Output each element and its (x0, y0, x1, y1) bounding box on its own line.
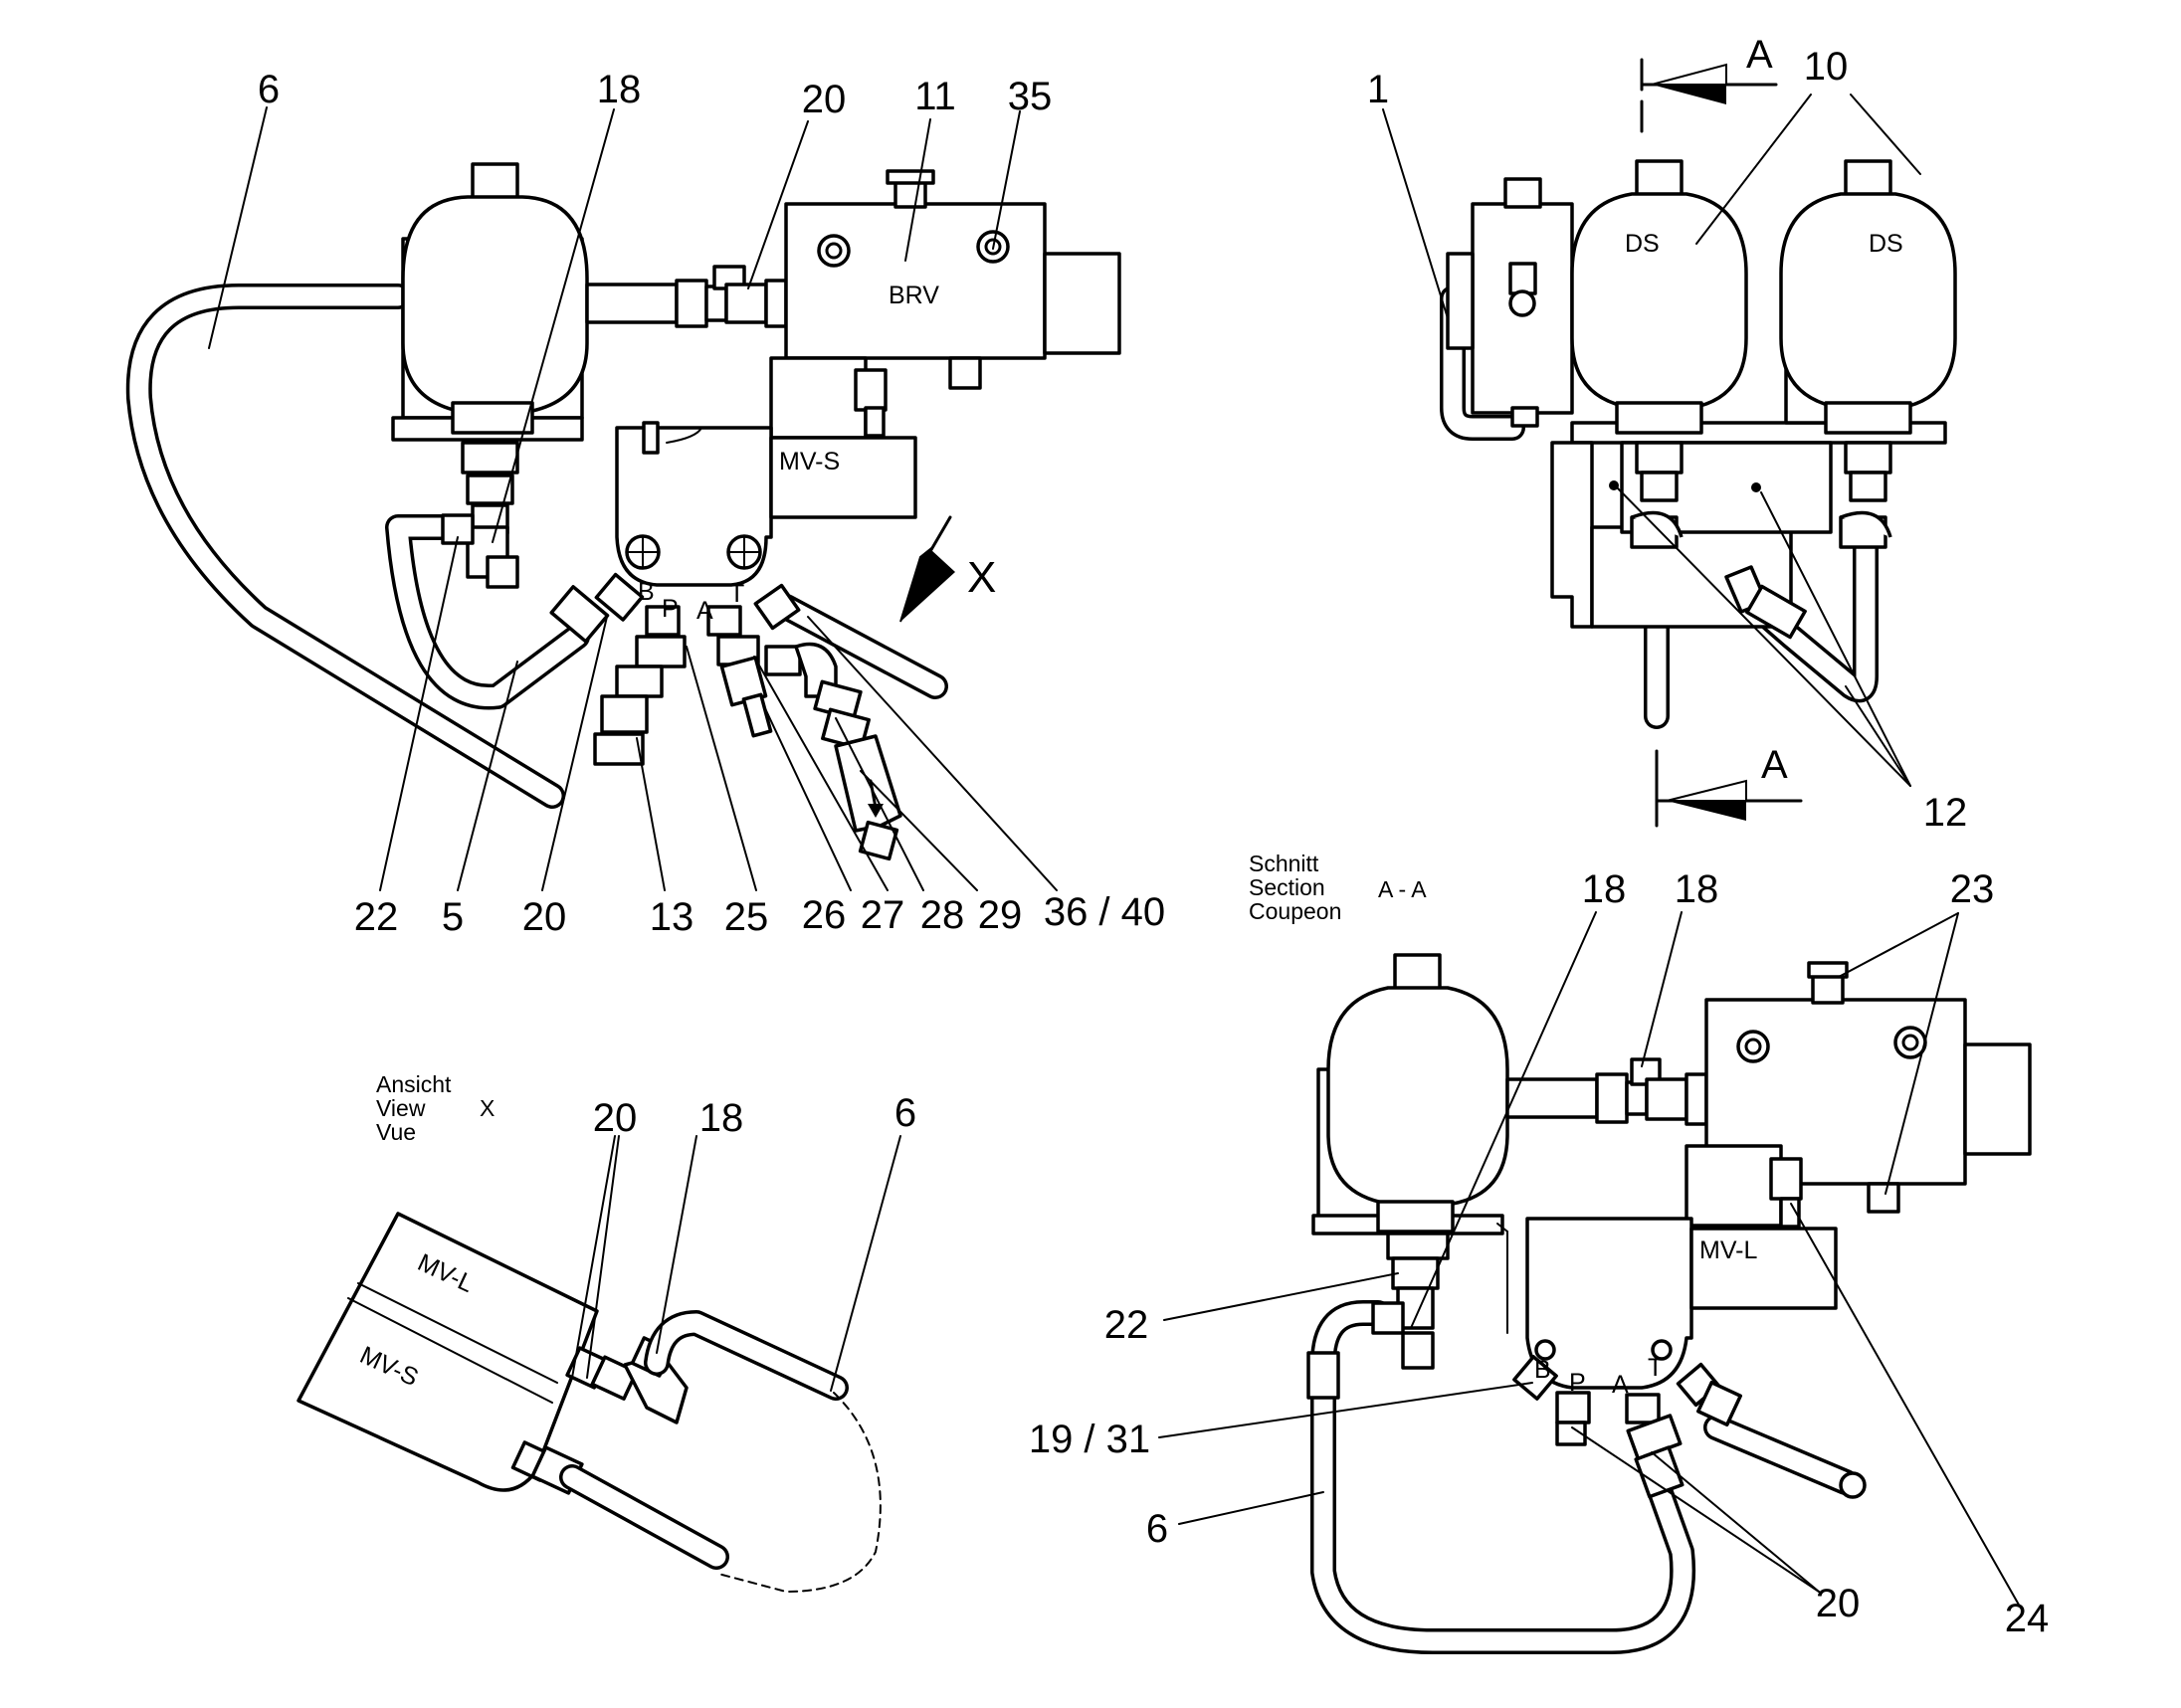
callout-6-vx: 6 (894, 1091, 916, 1135)
view-section-a-a: Schnitt Section Coupeon A - A (1029, 851, 2049, 1654)
label-section-a-bottom: A (1761, 743, 1788, 787)
hose-6 (125, 284, 565, 809)
leader-lines-section (1158, 911, 2021, 1608)
label-ds-left: DS (1625, 230, 1660, 258)
connector-pipe (585, 265, 788, 328)
callout-35: 35 (1008, 75, 1053, 118)
label-mv-s: MV-S (779, 448, 840, 475)
label-port-t: T (729, 580, 744, 608)
callout-1: 1 (1367, 68, 1389, 111)
accumulator-ds-right (1779, 159, 1957, 549)
caption-coupeon: Coupeon (1249, 898, 1341, 924)
callout-22-sec: 22 (1104, 1303, 1149, 1347)
callout-18-vx: 18 (699, 1096, 744, 1140)
callout-20-vx: 20 (593, 1096, 638, 1140)
caption-schnitt: Schnitt (1249, 851, 1319, 876)
callout-10: 10 (1804, 45, 1849, 89)
view-x-caption: Ansicht View Vue X (376, 1071, 495, 1145)
label-port-a: A (696, 597, 713, 625)
hose-6-view-x (559, 1310, 849, 1570)
view-main-assembly: 6 18 20 11 35 22 5 20 13 25 26 27 28 29 … (125, 68, 1165, 939)
view-x: Ansicht View Vue X 20 18 6 MV-L (297, 1071, 916, 1594)
magnet-valve-mv-s (615, 421, 917, 587)
solenoid-coil (769, 356, 888, 440)
label-section-a-top: A (1746, 33, 1773, 77)
callout-11: 11 (914, 75, 956, 118)
fitting-22 (441, 441, 519, 589)
callout-13: 13 (650, 895, 694, 939)
hose-6-section (1306, 1300, 1867, 1654)
label-port-t-sec: T (1648, 1354, 1663, 1382)
callout-19-31: 19 / 31 (1029, 1418, 1150, 1461)
callout-5: 5 (442, 895, 464, 939)
caption-vue: Vue (376, 1119, 416, 1145)
label-port-p-sec: P (1569, 1369, 1586, 1397)
callouts-section: 18 18 23 22 19 / 31 6 20 24 MV-L B P A T (1029, 867, 2049, 1640)
section-marker-bottom (1655, 749, 1803, 828)
callout-26: 26 (802, 893, 847, 937)
callout-36-40: 36 / 40 (1044, 890, 1165, 934)
view-side-accumulators: 1 10 12 DS DS A A (1367, 33, 1967, 835)
section-marker-top (1640, 58, 1778, 141)
callout-25: 25 (724, 895, 769, 939)
callout-29: 29 (978, 893, 1023, 937)
callout-24: 24 (2005, 1597, 2050, 1640)
callout-20b: 20 (522, 895, 567, 939)
fitting-20-upper (565, 1336, 689, 1424)
leader-lines-side (1382, 94, 1921, 787)
callout-20: 20 (802, 78, 847, 121)
callout-6: 6 (258, 68, 280, 111)
callout-27: 27 (861, 893, 905, 937)
callout-6-sec: 6 (1146, 1507, 1168, 1551)
caption-ansicht: Ansicht (376, 1071, 452, 1097)
label-port-b: B (638, 578, 655, 606)
label-port-p: P (662, 595, 679, 623)
fitting-12 (1724, 565, 1807, 640)
port-fittings (549, 572, 902, 861)
callout-23: 23 (1950, 867, 1995, 911)
caption-ref-a-a: A - A (1378, 876, 1427, 902)
callout-22: 22 (354, 895, 399, 939)
callouts-view-side: 1 10 12 DS DS A A (1367, 33, 1967, 835)
callout-18-sec-b: 18 (1675, 867, 1719, 911)
caption-ref-x: X (480, 1095, 495, 1121)
caption-section: Section (1249, 874, 1325, 900)
callout-12: 12 (1923, 791, 1968, 835)
callout-20-sec: 20 (1816, 1582, 1861, 1625)
caption-view: View (376, 1095, 426, 1121)
callouts-view-main: 6 18 20 11 35 22 5 20 13 25 26 27 28 29 … (258, 68, 1165, 939)
solenoid-section (1685, 1144, 1803, 1229)
callout-18-sec-a: 18 (1582, 867, 1627, 911)
label-port-b-sec: B (1534, 1356, 1551, 1384)
section-caption: Schnitt Section Coupeon A - A (1249, 851, 1427, 924)
accumulator-ds-left (1570, 159, 1748, 549)
leader-lines (208, 106, 1058, 891)
accumulator (391, 162, 589, 442)
view-arrow-x (899, 515, 955, 623)
label-view-x: X (967, 553, 996, 602)
side-valve-block (1446, 177, 1574, 428)
port-fittings-section (1512, 1355, 1743, 1499)
valve-brv (784, 169, 1121, 390)
callout-18: 18 (597, 68, 642, 111)
label-ds-right: DS (1869, 230, 1903, 258)
label-brv: BRV (889, 282, 939, 309)
label-port-a-sec: A (1612, 1371, 1629, 1399)
connector-section (1505, 1057, 1708, 1126)
callout-28: 28 (920, 893, 965, 937)
label-mv-l-sec: MV-L (1699, 1236, 1757, 1264)
leader-lines-view-x (571, 1135, 901, 1392)
